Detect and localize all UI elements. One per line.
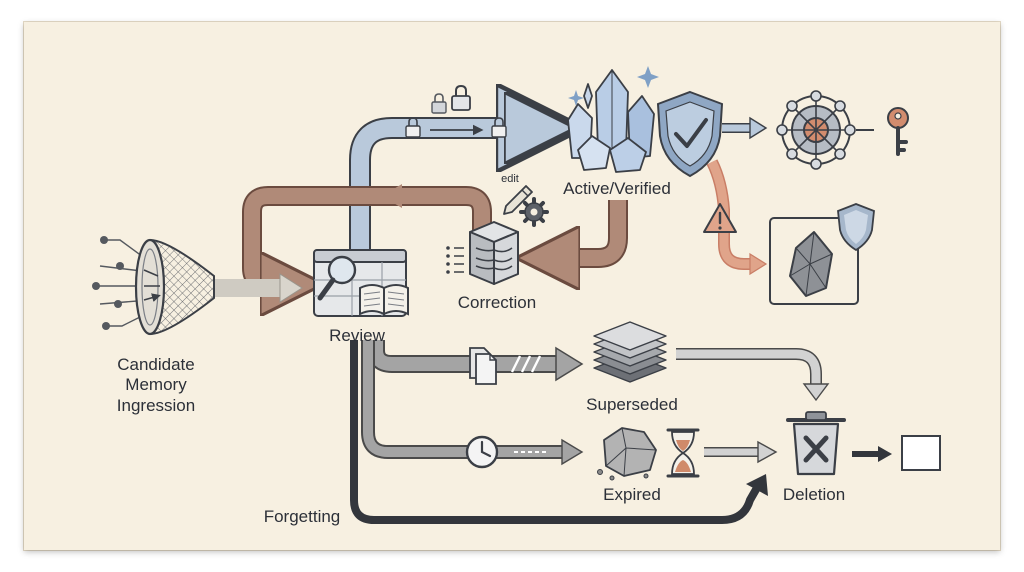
magnifier-icon bbox=[317, 255, 357, 301]
empty-square-icon bbox=[901, 435, 941, 471]
trash-x-icon bbox=[786, 411, 846, 476]
ingression-to-review-arrow bbox=[215, 273, 303, 303]
superseded-label: Superseded bbox=[586, 395, 678, 414]
active-to-network-arrow bbox=[722, 116, 768, 140]
box-3d-icon bbox=[446, 221, 519, 285]
key-icon bbox=[887, 107, 909, 156]
forgetting-arrow bbox=[350, 340, 768, 524]
network-hub-icon bbox=[776, 90, 874, 170]
gem-icon bbox=[769, 203, 875, 305]
funnel-icon bbox=[92, 236, 215, 336]
document-copy-icon bbox=[469, 347, 497, 385]
correction-label: Correction bbox=[458, 293, 536, 312]
warning-icon bbox=[703, 203, 737, 233]
active-verified-label: Active/Verified bbox=[563, 179, 671, 198]
edit-tag-label: edit bbox=[501, 173, 519, 185]
expired-label: Expired bbox=[603, 485, 661, 504]
active-to-gem-arrow bbox=[706, 159, 768, 276]
active-to-correction-arrow bbox=[548, 200, 628, 258]
hourglass-icon bbox=[666, 428, 700, 478]
forgetting-label: Forgetting bbox=[264, 507, 341, 526]
padlock-icon bbox=[405, 84, 507, 138]
expired-to-deletion-arrow bbox=[704, 440, 778, 464]
clock-icon bbox=[465, 435, 499, 469]
layers-icon bbox=[593, 321, 667, 383]
review-to-active-arrow bbox=[349, 128, 540, 258]
review-to-expired-arrow bbox=[361, 340, 584, 466]
rock-icon bbox=[597, 427, 657, 481]
deletion-label: Deletion bbox=[783, 485, 845, 504]
superseded-to-deletion-arrow bbox=[676, 348, 830, 402]
review-to-superseded-arrow bbox=[367, 340, 584, 382]
ingression-label-line1: Candidate bbox=[117, 355, 195, 374]
gear-icon bbox=[519, 197, 549, 227]
book-icon bbox=[359, 284, 409, 316]
deletion-to-square-arrow bbox=[852, 446, 892, 462]
ingression-label-line3: Ingression bbox=[117, 396, 195, 415]
shield-check-icon bbox=[656, 90, 724, 178]
review-label: Review bbox=[329, 326, 385, 345]
ingression-label-line2: Memory bbox=[125, 375, 187, 394]
crystal-icon bbox=[567, 66, 659, 173]
pencil-icon bbox=[503, 185, 533, 215]
